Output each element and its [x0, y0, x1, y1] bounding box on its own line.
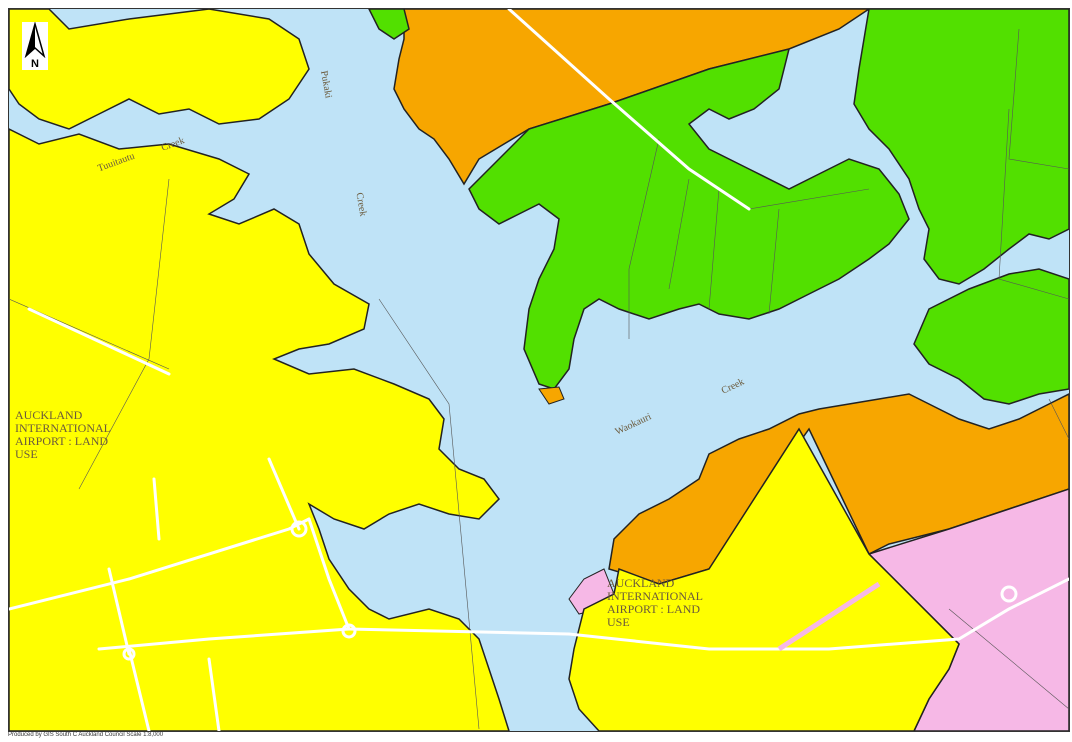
green-zone-east — [913, 268, 1069, 405]
north-arrow: N — [22, 21, 48, 70]
zone-label-airport-south: AUCKLAND INTERNATIONAL AIRPORT : LAND US… — [607, 576, 703, 629]
roundabout-west — [290, 520, 308, 538]
yellow-zone-west — [9, 128, 510, 731]
zone-label-airport-west: AUCKLAND INTERNATIONAL AIRPORT : LAND US… — [15, 408, 111, 461]
roads — [9, 9, 1069, 731]
green-zone-central — [468, 47, 910, 390]
yellow-zone-south — [568, 427, 960, 731]
roundabout-southwest — [122, 647, 136, 661]
orange-zone-dot — [538, 386, 565, 405]
footer-credit: Produced by GIS South C Auckland Council… — [8, 732, 164, 738]
green-zone-top — [368, 9, 410, 40]
orange-zone-north — [393, 9, 871, 186]
yellow-zone-northwest — [9, 9, 310, 130]
north-arrow-icon — [24, 21, 46, 59]
land-use-map — [9, 9, 1069, 731]
pink-strip — [777, 581, 881, 652]
map-canvas[interactable]: Pukaki Creek Tuuitautu Creek Waokauri Cr… — [8, 8, 1070, 732]
orange-zone-southeast — [608, 393, 1069, 585]
north-label: N — [31, 58, 39, 70]
roundabout-east — [1000, 585, 1018, 603]
roundabout-central — [341, 623, 357, 639]
